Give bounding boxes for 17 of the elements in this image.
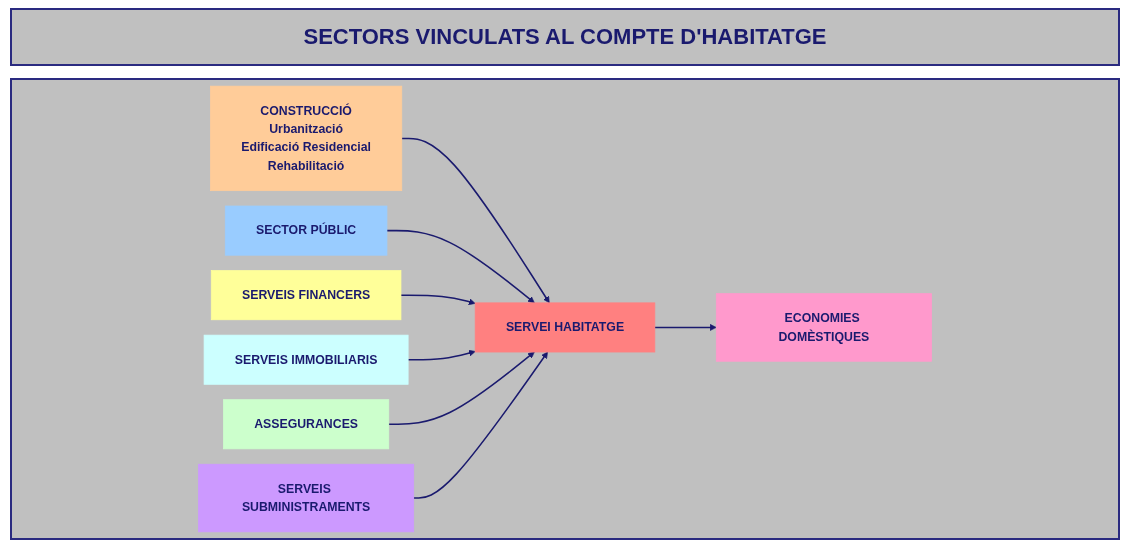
node-box [198,463,415,533]
arrow [388,351,535,426]
arrow [407,349,476,361]
arrow [412,351,548,499]
node-box [474,302,656,353]
node-box [224,205,388,256]
arrow [400,294,476,306]
node-box [210,270,402,321]
node-box [715,293,932,362]
arrow [654,324,717,331]
node-box [210,85,403,192]
arrow [386,229,535,304]
node-box [223,399,390,450]
title: SECTORS VINCULATS AL COMPTE D'HABITATGE [10,8,1120,66]
diagram-panel: CONSTRUCCIÓ Urbanització Edificació Residencial Rehabilitació SERVEIS FINANCERS SERVEIS IMMOBILIARIS ASSEGURANCES SERVEIS SUBMINISTRAMENTS SERVEI HABITATGE SECTOR PÚBLIC ECONOMIES DOMÈSTIQUES [10,78,1120,540]
arrow [401,137,550,304]
node-box [203,334,409,385]
